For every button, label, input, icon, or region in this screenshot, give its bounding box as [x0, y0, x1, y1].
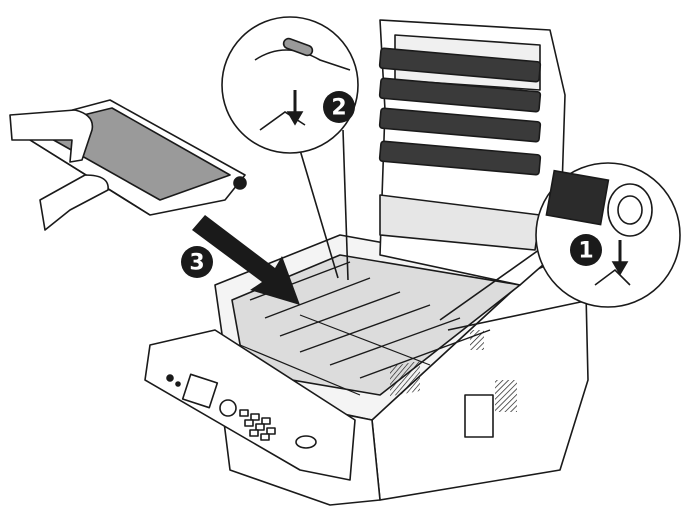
hands	[9, 109, 109, 231]
step-badge-circle	[181, 246, 213, 278]
step-badge-number: 2	[331, 96, 346, 121]
step-badge-circle	[570, 234, 602, 266]
callout-lever-right	[439, 162, 681, 331]
front-control-panel	[144, 329, 356, 481]
step-badge-circle	[323, 91, 355, 123]
insert-arrow	[192, 215, 300, 305]
step-badge-2: 2	[323, 91, 355, 123]
step-badge-number: 3	[189, 251, 204, 276]
step-badge-number: 1	[578, 239, 593, 264]
drum-slots	[239, 261, 491, 396]
top-cover	[378, 19, 566, 286]
callout-lever-left	[221, 16, 359, 281]
step-badge-1: 1	[570, 234, 602, 266]
step-badges: 1 2 3	[181, 91, 602, 278]
step-badge-3: 3	[181, 246, 213, 278]
